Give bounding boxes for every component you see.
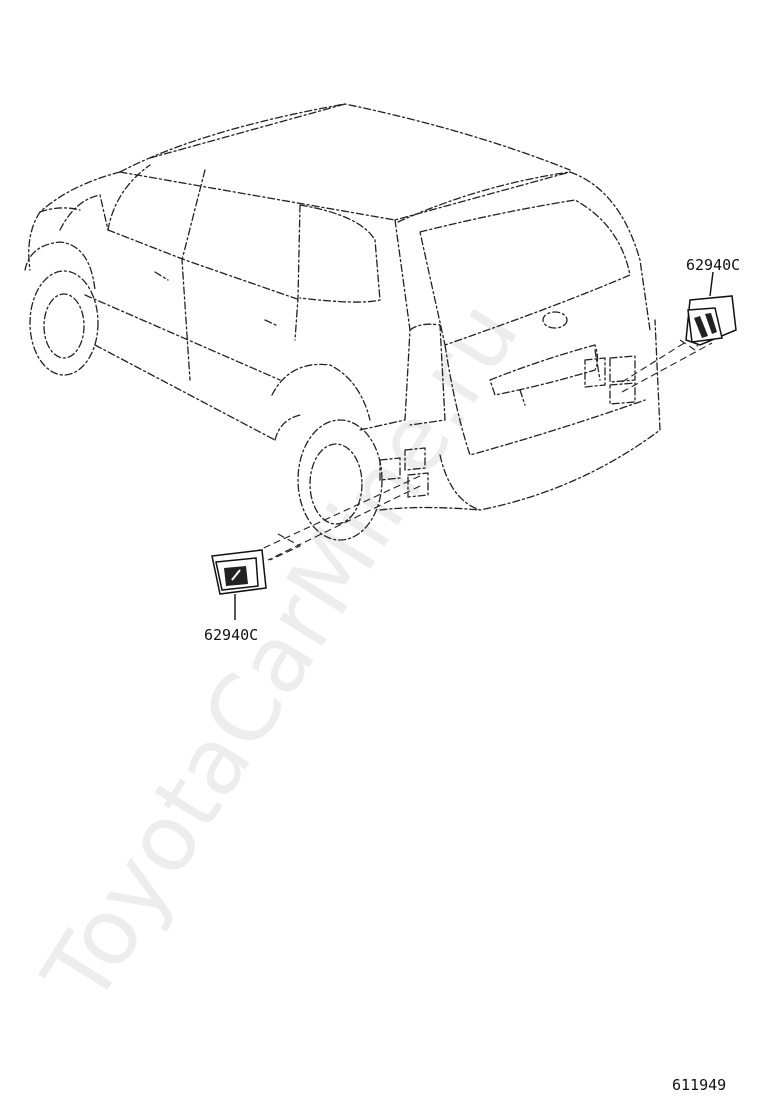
figure-number: 611949 [672,1076,726,1094]
reflector-part-lower [211,549,267,620]
part-label-upper: 62940C [686,256,740,274]
vehicle-outline [24,103,661,541]
reflector-part-upper [685,271,737,346]
part-label-lower: 62940C [204,626,258,644]
watermark: ToyotaCarMine.ru [22,283,539,1022]
